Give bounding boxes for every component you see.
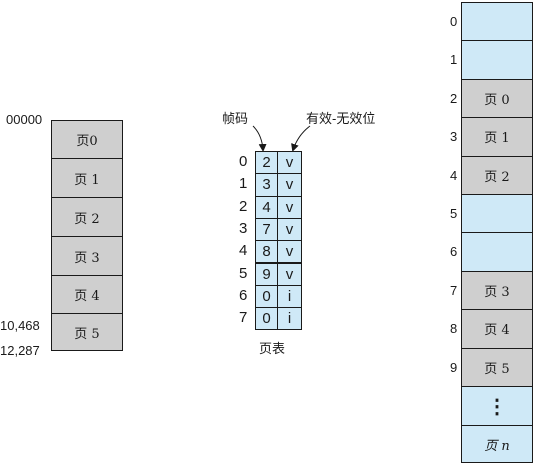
logical-page-4: 页 4 bbox=[51, 275, 123, 314]
physical-frame-1 bbox=[461, 40, 533, 80]
logical-page-3: 页 3 bbox=[51, 236, 123, 276]
physical-frame-5 bbox=[461, 194, 533, 234]
page-table-frame-cell: 8 bbox=[255, 240, 278, 264]
frame-arrow bbox=[252, 125, 267, 152]
page-table-valid-bit-cell: v bbox=[277, 217, 302, 242]
page-table-valid-bit-cell: i bbox=[277, 284, 302, 309]
frame-index: 7 bbox=[450, 282, 458, 298]
valid-invalid-bit-header: 有效-无效位 bbox=[306, 111, 376, 126]
page-table-valid-bit-cell: v bbox=[277, 195, 302, 219]
logical-address-end: 12,287 bbox=[0, 343, 40, 358]
page-table-frame-cell: 9 bbox=[255, 262, 278, 286]
page-table-frame-cell: 0 bbox=[255, 307, 278, 331]
logical-address-start: 00000 bbox=[6, 112, 43, 127]
page-table-valid-bit-cell: v bbox=[277, 151, 302, 175]
frame-index: 0 bbox=[450, 14, 458, 29]
page-table-frame-cell: 4 bbox=[255, 195, 278, 219]
frame-index: 9 bbox=[450, 359, 458, 375]
physical-frame-0 bbox=[461, 2, 533, 42]
page-table-index: 7 bbox=[239, 309, 248, 327]
physical-frame-9: 页 5 bbox=[461, 347, 533, 387]
page-table-index: 5 bbox=[239, 264, 248, 282]
physical-frame-3: 页 1 bbox=[461, 117, 533, 157]
frame-index: 6 bbox=[450, 244, 458, 260]
logical-page-5: 页 5 bbox=[51, 313, 123, 351]
page-table-frame-cell: 7 bbox=[255, 217, 278, 242]
frames-ellipsis: ⋮ bbox=[461, 386, 533, 426]
physical-frame-8: 页 4 bbox=[461, 309, 533, 349]
page-table-valid-bit-cell: v bbox=[277, 240, 302, 264]
physical-frame-2: 页 0 bbox=[461, 78, 533, 119]
frame-index: 3 bbox=[450, 129, 458, 145]
frame-index: 4 bbox=[450, 167, 458, 183]
page-table-index: 0 bbox=[239, 153, 248, 170]
physical-frame-6 bbox=[461, 232, 533, 272]
page-table-index: 4 bbox=[239, 242, 248, 260]
physical-frame-7: 页 3 bbox=[461, 270, 533, 311]
page-table-index: 3 bbox=[239, 219, 248, 237]
page-table-valid-bit-cell: v bbox=[277, 262, 302, 286]
page-table-index: 2 bbox=[239, 197, 248, 215]
frame-index: 2 bbox=[450, 90, 458, 106]
logical-address-10468: 10,468 bbox=[0, 318, 40, 333]
physical-frame-4: 页 2 bbox=[461, 155, 533, 195]
page-table-valid-bit-cell: v bbox=[277, 173, 302, 197]
page-table-frame-cell: 0 bbox=[255, 284, 278, 309]
page-table-frame-cell: 2 bbox=[255, 151, 278, 175]
logical-page-2: 页 2 bbox=[51, 197, 123, 237]
page-table-index: 1 bbox=[239, 175, 248, 193]
frame-index: 8 bbox=[450, 321, 458, 337]
frame-index: 1 bbox=[450, 52, 458, 68]
page-table-valid-bit-cell: i bbox=[277, 307, 302, 331]
page-table-frame-cell: 3 bbox=[255, 173, 278, 197]
physical-frame-n: 页 n bbox=[461, 425, 533, 463]
frame-number-header: 帧码 bbox=[222, 111, 249, 126]
page-table-index: 6 bbox=[239, 286, 248, 304]
logical-page-1: 页 1 bbox=[51, 158, 123, 198]
logical-page-0: 页0 bbox=[51, 120, 123, 159]
valid-bit-arrow bbox=[291, 125, 311, 152]
page-table-caption: 页表 bbox=[259, 341, 286, 356]
frame-index: 5 bbox=[450, 206, 458, 221]
